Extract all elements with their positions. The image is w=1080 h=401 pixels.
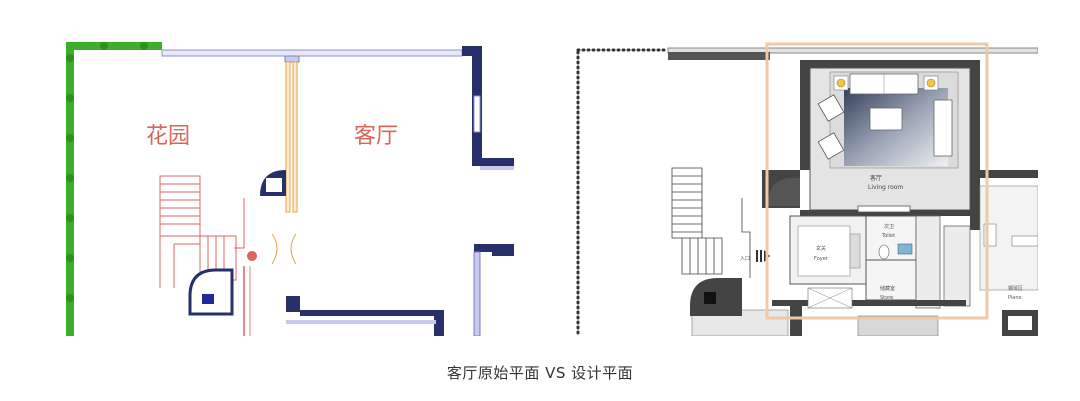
design-floor-plan: 客厅 Living room 玄关 Foyer 入口 次卫 Toilet 储藏室… bbox=[572, 38, 1038, 336]
entrance-label: 入口 bbox=[740, 256, 750, 262]
original-floor-plan: 花园 客厅 bbox=[64, 38, 514, 336]
highlight-frame bbox=[765, 42, 989, 320]
store-area bbox=[865, 259, 917, 301]
coffee-table bbox=[869, 107, 903, 131]
hedge-outline bbox=[576, 48, 670, 336]
store-cn-label: 储藏室 bbox=[880, 285, 895, 292]
piano-cn-label: 钢琴区 bbox=[1008, 285, 1023, 292]
design-plan-drawing: 客厅 Living room 玄关 Foyer 入口 次卫 Toilet 储藏室… bbox=[576, 42, 1038, 336]
original-plan-drawing: 花园 客厅 bbox=[66, 42, 514, 336]
toilet-cn-label: 次卫 bbox=[884, 223, 894, 230]
design-staircase bbox=[671, 167, 751, 278]
foyer-cn-label: 玄关 bbox=[816, 245, 826, 252]
foyer-en-label: Foyer bbox=[814, 256, 829, 262]
living-room-en-label: Living room bbox=[868, 184, 903, 191]
garden-label: 花园 bbox=[146, 124, 190, 149]
hedge bbox=[66, 42, 162, 336]
comparison-caption: 客厅原始平面 VS 设计平面 bbox=[446, 364, 634, 382]
toilet-en-label: Toilet bbox=[881, 233, 895, 239]
store-en-label: Store bbox=[880, 295, 893, 301]
living-room-cn-label: 客厅 bbox=[870, 174, 882, 182]
piano-en-label: Piano bbox=[1008, 295, 1022, 301]
armchair bbox=[817, 132, 845, 160]
armchair bbox=[817, 94, 845, 122]
living-room-label: 客厅 bbox=[354, 124, 398, 149]
